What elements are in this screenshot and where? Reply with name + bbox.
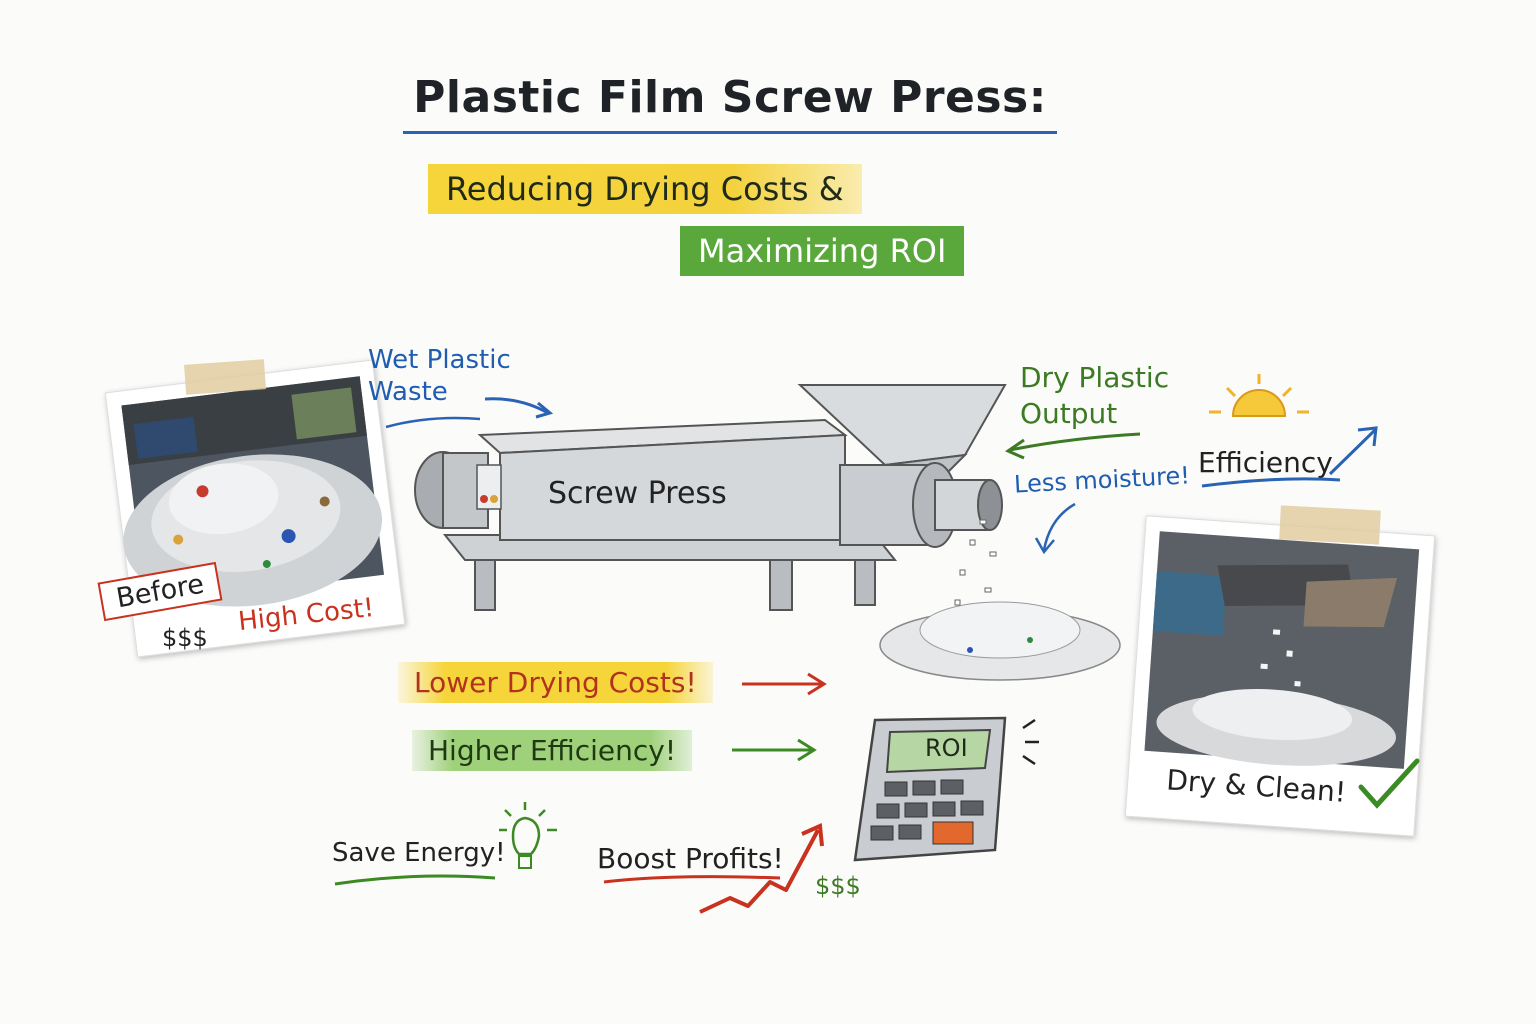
- higher-efficiency-arrow: [732, 738, 817, 762]
- check-mark-icon: [1358, 758, 1420, 809]
- boost-profits-label: Boost Profits!: [597, 842, 784, 875]
- before-photo: [104, 359, 406, 658]
- subtitle-highlight-yellow: Reducing Drying Costs &: [428, 164, 862, 214]
- title-text: Plastic Film Screw Press:: [403, 72, 1057, 134]
- profit-dollars: $$$: [815, 872, 861, 900]
- dry-plastic-label: Dry Plastic Output: [1020, 361, 1170, 430]
- less-moisture-arrow: [1034, 502, 1076, 555]
- lower-drying-costs-callout: Lower Drying Costs!: [398, 662, 713, 703]
- after-photo: Dry & Clean!: [1124, 515, 1436, 837]
- subtitle-line-2: Maximizing ROI: [680, 226, 965, 276]
- higher-efficiency-callout: Higher Efficiency!: [412, 730, 693, 771]
- before-cost: $$$: [162, 624, 208, 652]
- tape-before: [184, 359, 266, 395]
- screw-press-label: Screw Press: [548, 476, 727, 511]
- dry-clean-label: Dry & Clean!: [1165, 763, 1348, 809]
- lower-drying-arrow: [742, 672, 827, 696]
- wet-plastic-arrow: [385, 397, 554, 429]
- tape-after: [1279, 505, 1381, 545]
- dry-flakes-image: [1144, 531, 1420, 769]
- sun-icon: [1209, 374, 1309, 417]
- less-moisture-label: Less moisture!: [1013, 461, 1191, 499]
- plastic-flakes-output: [879, 519, 1121, 681]
- profit-arrow: [603, 823, 824, 914]
- save-energy-label: Save Energy!: [332, 838, 506, 868]
- subtitle-highlight-green: Maximizing ROI: [680, 226, 965, 276]
- wet-plastic-label: Wet Plastic Waste: [368, 345, 511, 407]
- screw-press-machine: [414, 384, 1007, 611]
- efficiency-arrow: [1201, 426, 1378, 488]
- page-title: Plastic Film Screw Press:: [0, 72, 1460, 134]
- dry-plastic-arrow: [1004, 432, 1141, 460]
- lightbulb-icon: [334, 802, 557, 886]
- calculator-icon: [853, 716, 1039, 862]
- waste-pile-image: [121, 376, 385, 607]
- subtitle-line-1: Reducing Drying Costs &: [428, 164, 862, 214]
- efficiency-label: Efficiency: [1198, 446, 1333, 479]
- calculator-display: ROI: [925, 734, 968, 762]
